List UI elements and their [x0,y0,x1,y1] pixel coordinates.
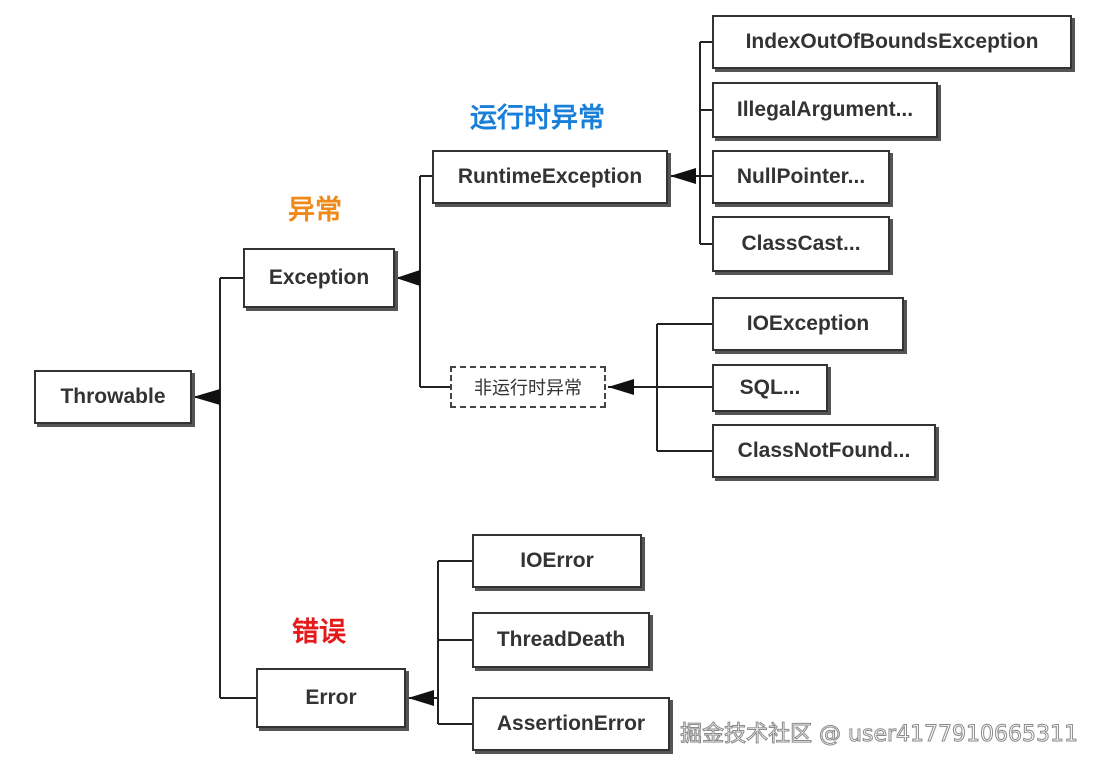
watermark: 掘金技术社区 @ user4177910665311 [680,722,1079,748]
illegal-argument-node: IllegalArgument... [712,82,938,138]
arrowhead-runtime [670,168,696,184]
exception-node: Exception [243,248,395,308]
arrowhead-error [408,690,434,706]
arrowhead-throwable [193,389,220,405]
index-out-of-bounds-node: IndexOutOfBoundsException [712,15,1072,69]
checked-exception-node: 非运行时异常 [450,366,606,408]
null-pointer-node: NullPointer... [712,150,890,204]
io-error-node: IOError [472,534,642,588]
arrowhead-exception [396,270,420,286]
class-not-found-node: ClassNotFound... [712,424,936,478]
error-category-label: 错误 [292,617,346,648]
exception-category-label: 异常 [288,195,342,226]
thread-death-node: ThreadDeath [472,612,650,668]
assertion-error-node: AssertionError [472,697,670,751]
sql-node: SQL... [712,364,828,412]
error-node: Error [256,668,406,728]
runtime-exception-category-label: 运行时异常 [470,103,605,134]
io-exception-node: IOException [712,297,904,351]
class-cast-node: ClassCast... [712,216,890,272]
arrowhead-checked [608,379,634,395]
throwable-node: Throwable [34,370,192,424]
runtime-exception-node: RuntimeException [432,150,668,204]
